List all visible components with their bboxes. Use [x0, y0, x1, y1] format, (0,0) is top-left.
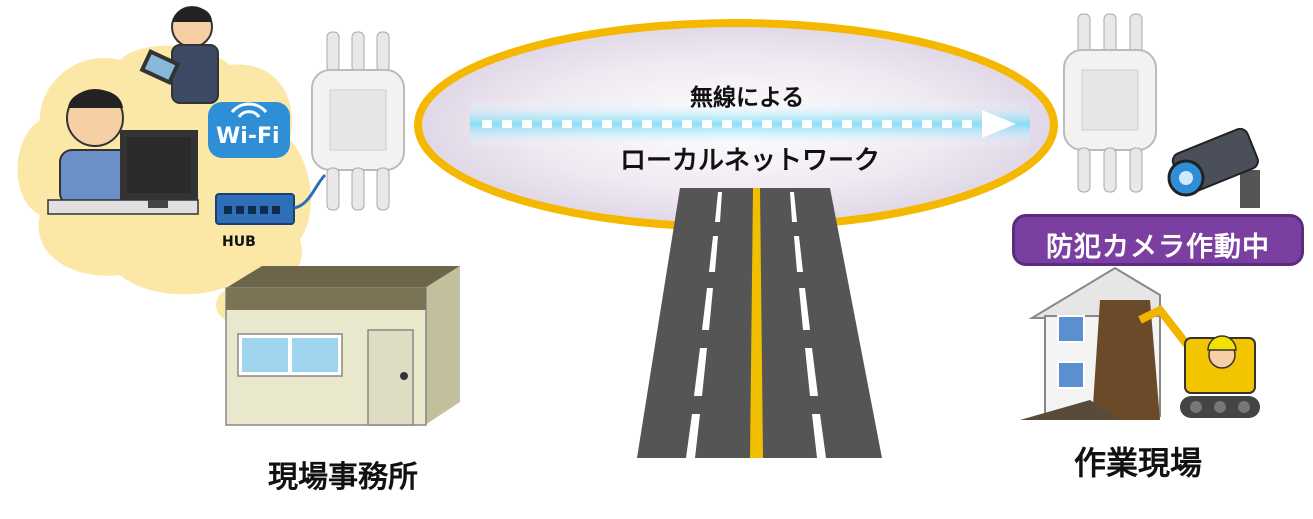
tablet-user-icon: [139, 6, 219, 104]
wireless-lan-ellipse: [414, 19, 1058, 231]
lan-caption-line2: ローカルネットワーク: [620, 146, 881, 176]
site-label: 作業現場: [1074, 444, 1203, 482]
lan-caption-line1: 無線による: [690, 85, 805, 111]
excavator-icon: [1138, 304, 1260, 418]
hub-label: HUB: [222, 234, 256, 250]
security-camera-icon: [1167, 127, 1260, 208]
office-building-icon: [225, 266, 460, 426]
wifi-icon: [208, 102, 290, 158]
signal-arrow-icon: [482, 110, 1016, 138]
house-demolition-icon: [1020, 266, 1161, 420]
hub-icon: [215, 173, 327, 225]
camera-active-banner: 防犯カメラ作動中: [1012, 214, 1304, 266]
wifi-label: Wi-Fi: [216, 124, 280, 149]
access-point-icon: [311, 31, 405, 211]
road-icon: [637, 188, 882, 458]
access-point-icon: [1063, 13, 1157, 193]
office-label: 現場事務所: [268, 460, 418, 495]
camera-active-text: 防犯カメラ作動中: [1046, 232, 1270, 263]
pc-user-icon: [47, 89, 199, 215]
